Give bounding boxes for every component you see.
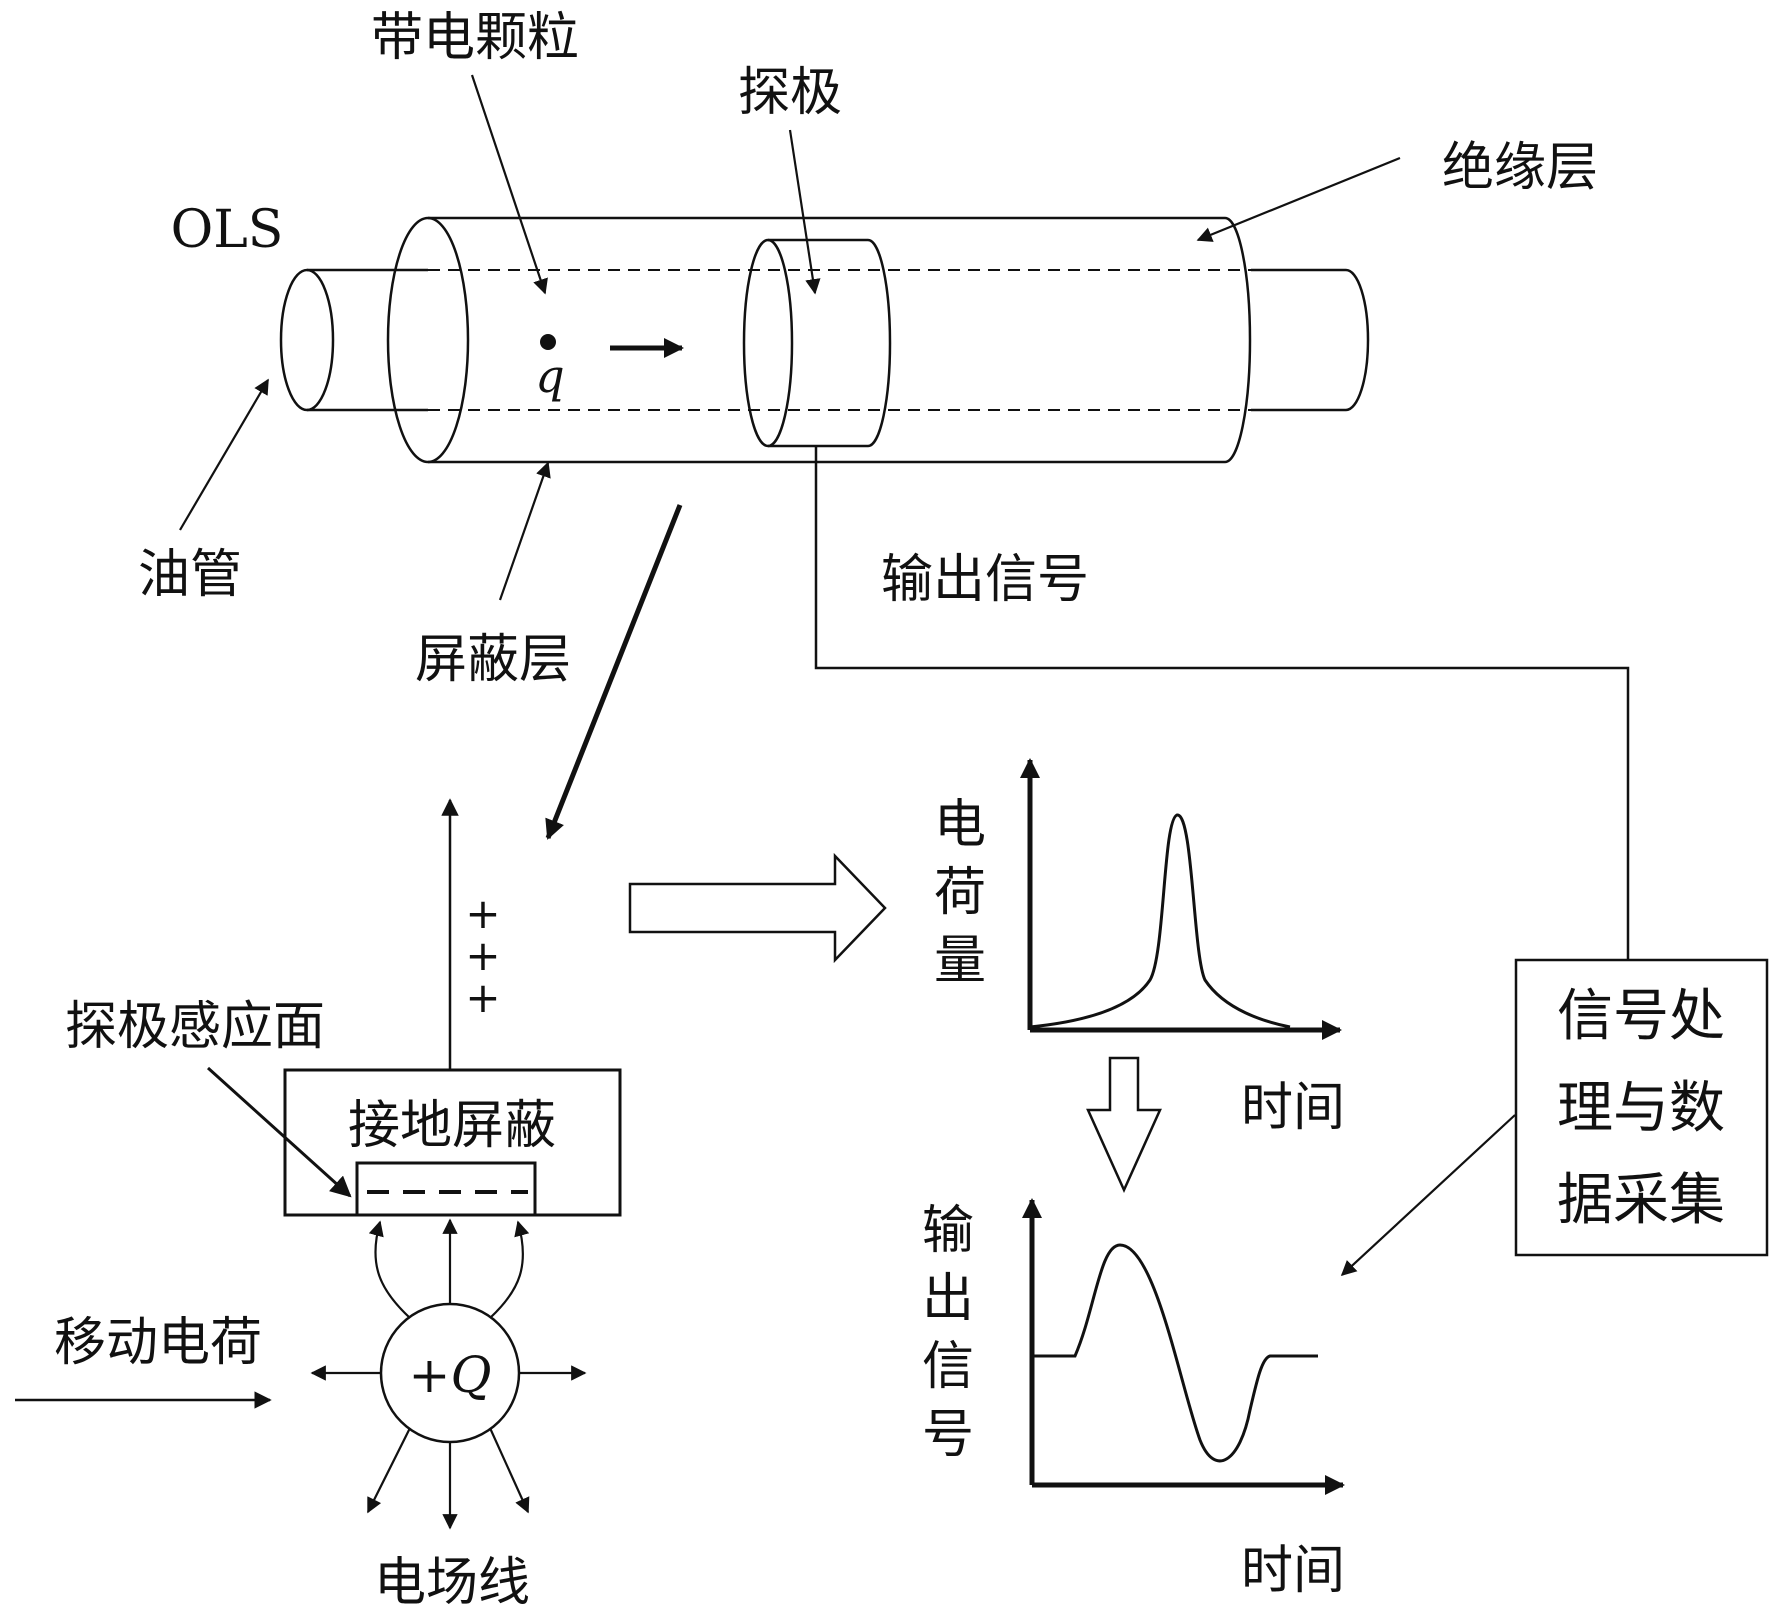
moving-charge-label: 移动电荷	[54, 1313, 262, 1373]
output-axis-label-3: 信	[922, 1337, 974, 1397]
field-lines-label: 电场线	[374, 1553, 530, 1613]
time-axis-label-bottom: 时间	[1241, 1541, 1345, 1601]
detail-view-arrow	[545, 504, 683, 840]
charged-particle-leader	[470, 74, 548, 295]
charge-axis-label-1: 电	[934, 795, 986, 855]
output-axis-label-2: 出	[922, 1269, 974, 1329]
oil-pipe-right	[1251, 268, 1346, 412]
plus-sign-3: +	[465, 973, 500, 1022]
processing-box-line-2: 理与数	[1557, 1076, 1725, 1141]
insulation-left-end	[386, 216, 470, 464]
field-line-up-right	[489, 1220, 530, 1319]
plus-sign-2: +	[465, 931, 500, 980]
signal-processing-box	[1514, 958, 1769, 1257]
field-line-up-left	[368, 1220, 411, 1319]
processing-box-line-1: 信号处	[1557, 984, 1725, 1049]
oil-pipe-leader	[179, 378, 269, 531]
probe-ring-right	[867, 238, 892, 448]
plus-sign-1: +	[465, 889, 500, 938]
hollow-arrow-right	[628, 852, 887, 964]
charge-pulse-curve	[1029, 813, 1291, 1029]
probe-leader	[788, 129, 821, 295]
oil-pipe-left	[307, 268, 428, 412]
grounded-shield-label: 接地屏蔽	[348, 1096, 556, 1156]
processing-box-leader	[1340, 1114, 1516, 1277]
insulation-right-end	[1224, 216, 1252, 464]
output-signal-wire	[814, 446, 1630, 960]
insulation-layer-leader	[1196, 156, 1401, 242]
charge-axis-label-3: 量	[934, 931, 986, 991]
hollow-arrow-down	[1086, 1056, 1162, 1194]
shield-layer-label: 屏蔽层	[415, 630, 571, 690]
field-line-down-left	[367, 1427, 411, 1514]
probe-sensing-surface-leader	[206, 1066, 352, 1198]
oil-pipe-hidden	[428, 269, 1251, 411]
charge-graph: 电 荷 量 时间	[934, 758, 1345, 1138]
oil-pipe-left-end	[279, 268, 335, 412]
charged-particle-label: 带电颗粒	[371, 8, 579, 68]
ols-label: OLS	[171, 200, 284, 260]
time-axis-label-top: 时间	[1241, 1078, 1345, 1138]
oil-pipe-right-end	[1345, 268, 1370, 412]
oil-pipe-label: 油管	[138, 545, 242, 605]
field-line-down-right	[488, 1427, 530, 1514]
probe-label: 探极	[738, 63, 842, 123]
charge-axis-label-2: 荷	[934, 863, 986, 923]
particle-charge-label: q	[535, 349, 564, 403]
insulation-layer-label: 绝缘层	[1442, 138, 1598, 198]
output-axis-label-1: 输	[922, 1201, 974, 1261]
charged-particle-dot	[540, 334, 556, 350]
source-charge-label: +Q	[409, 1346, 492, 1404]
probe-ring-body	[768, 238, 868, 448]
output-axis-label-4: 号	[922, 1405, 974, 1465]
processing-box-line-3: 据采集	[1557, 1168, 1725, 1233]
output-signal-label: 输出信号	[881, 550, 1089, 610]
insulation-cylinder	[428, 216, 1225, 464]
probe-sensing-plate	[355, 1161, 537, 1217]
shield-layer-leader	[498, 461, 551, 601]
output-signal-curve	[1032, 1243, 1318, 1463]
oil-pipe-assembly	[279, 216, 1370, 464]
output-graph: 输 出 信 号 时间	[922, 1198, 1345, 1601]
probe-sensing-surface-label: 探极感应面	[65, 997, 325, 1057]
